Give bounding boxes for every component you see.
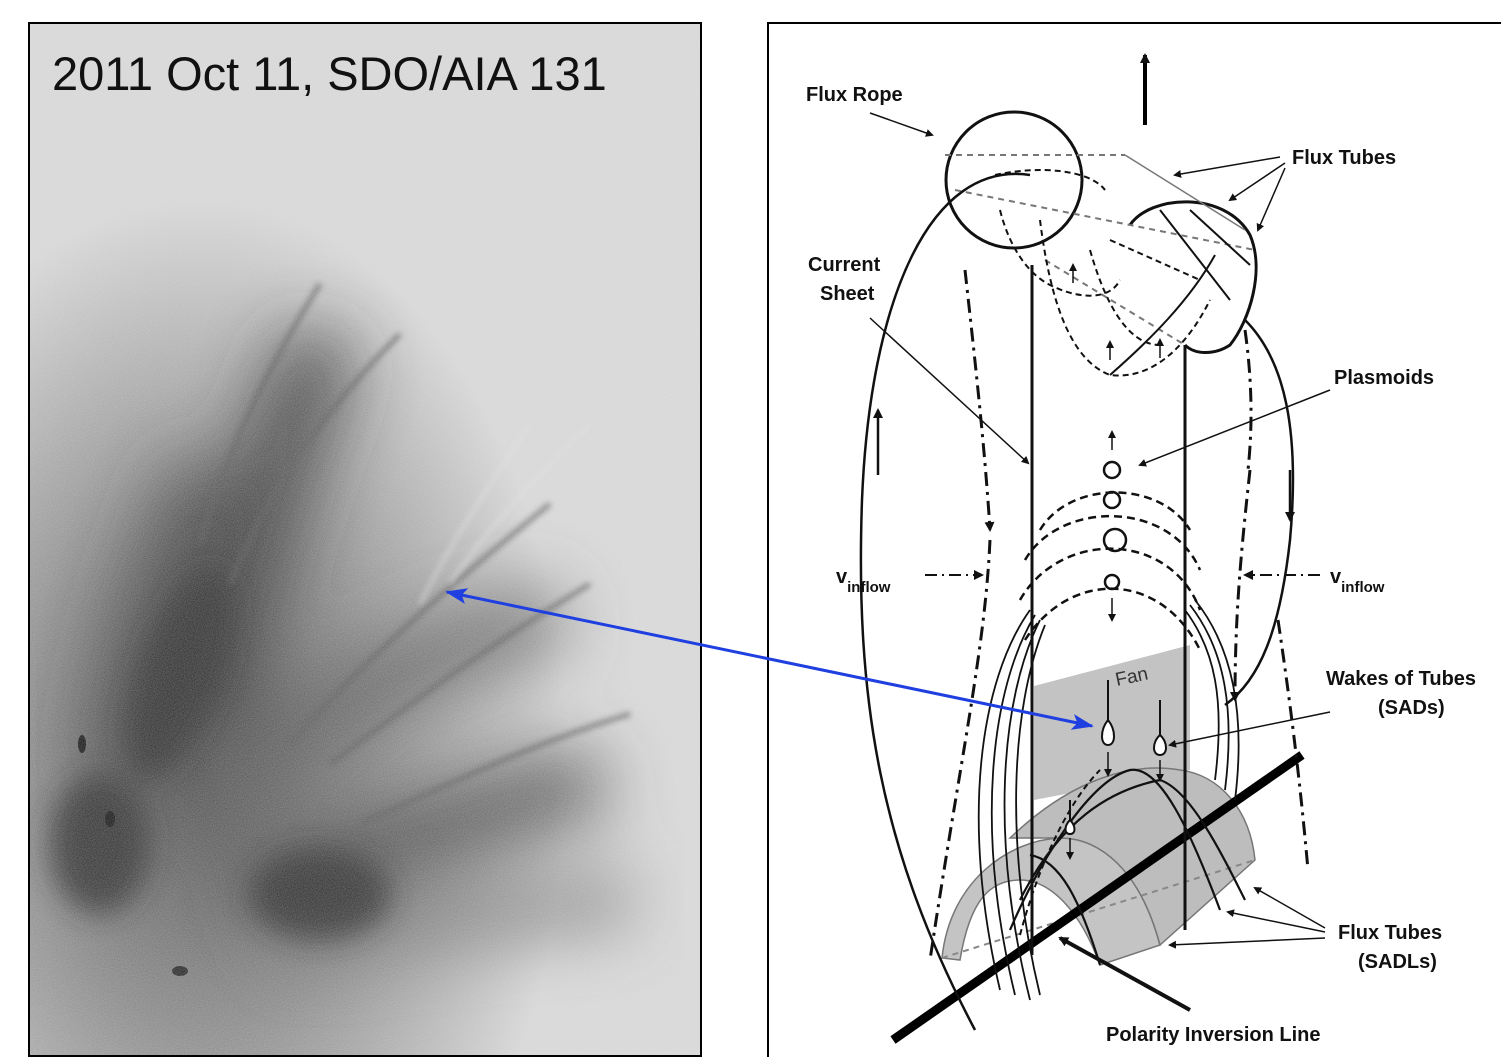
image-title: 2011 Oct 11, SDO/AIA 131: [52, 46, 607, 101]
schematic-panel: [767, 22, 1501, 1057]
aia-131-image: [30, 24, 702, 1057]
aia-131-image-panel: 2011 Oct 11, SDO/AIA 131: [28, 22, 702, 1057]
